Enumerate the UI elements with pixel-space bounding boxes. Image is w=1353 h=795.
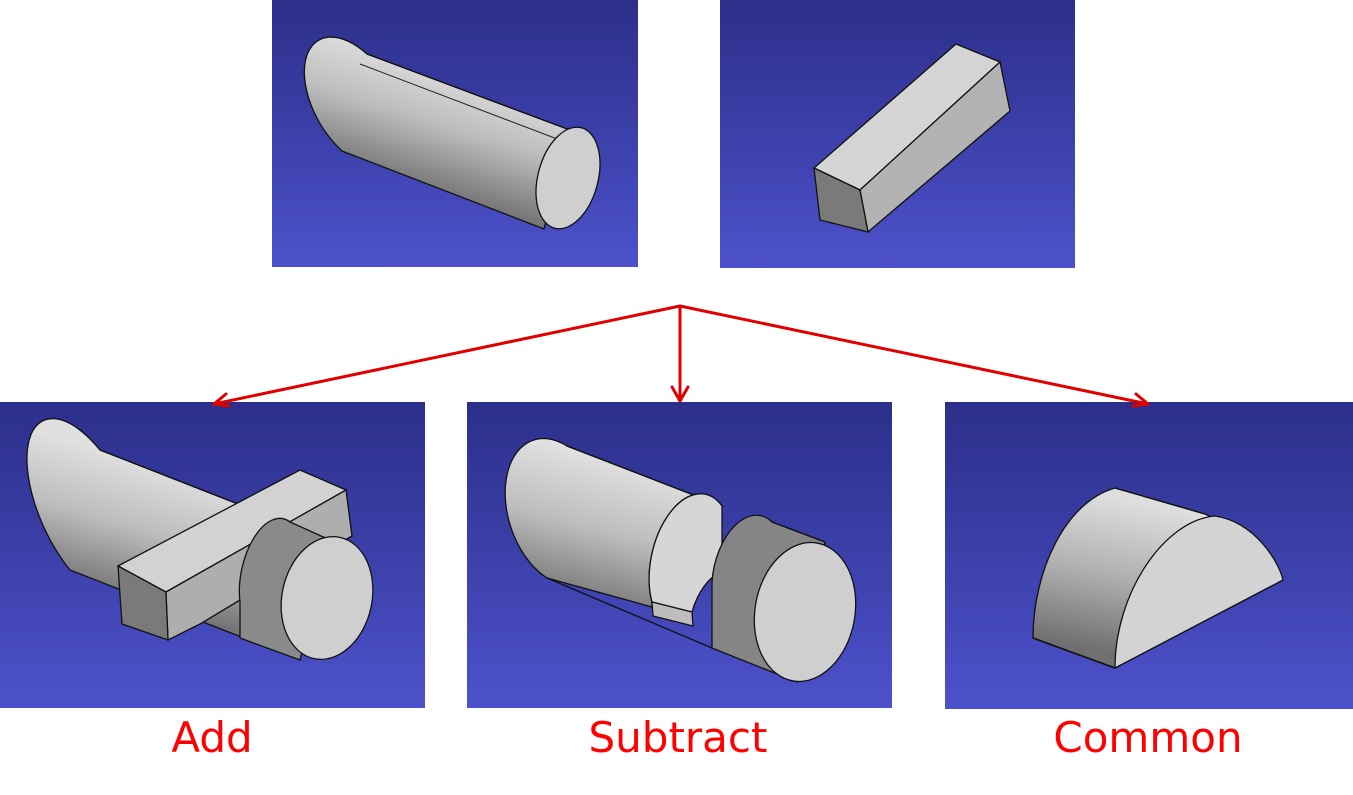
difference-shape: [504, 437, 857, 683]
input-box-panel: [720, 0, 1075, 268]
arrow-to-common: [678, 304, 1150, 406]
common-result-panel: [945, 402, 1353, 709]
box-shape: [812, 43, 1011, 234]
arrow-to-add: [212, 304, 682, 406]
cylinder-shape: [303, 36, 601, 230]
subtract-result-panel: [467, 402, 892, 708]
intersection-shape: [1032, 487, 1284, 670]
add-result-panel: [0, 402, 425, 708]
add-label: Add: [171, 713, 253, 762]
common-label: Common: [1053, 713, 1243, 762]
input-cylinder-panel: [272, 0, 638, 267]
subtract-label: Subtract: [588, 713, 768, 762]
arrow-to-subtract-head: [670, 385, 690, 403]
union-shape: [26, 417, 374, 661]
